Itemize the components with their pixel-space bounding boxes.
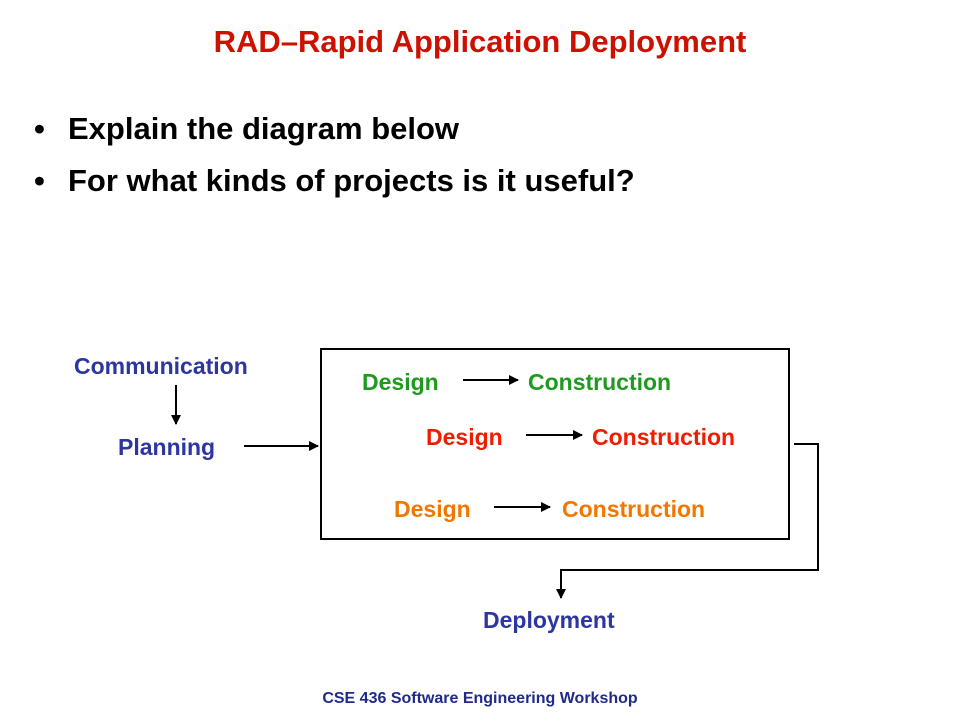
communication-label: Communication bbox=[74, 353, 248, 379]
construction-label-2: Construction bbox=[592, 424, 736, 450]
planning-label: Planning bbox=[118, 434, 216, 460]
bullet-item: • For what kinds of projects is it usefu… bbox=[34, 158, 635, 210]
bullet-text: Explain the diagram below bbox=[68, 111, 460, 146]
slide-title: RAD–Rapid Application Deployment bbox=[213, 24, 747, 59]
bullet-list: • Explain the diagram below • For what k… bbox=[34, 106, 635, 210]
bullet-item: • Explain the diagram below bbox=[34, 106, 635, 158]
design-label-2: Design bbox=[426, 424, 503, 450]
construction-label-3: Construction bbox=[562, 496, 706, 522]
bullet-icon: • bbox=[34, 111, 45, 146]
iteration-box bbox=[320, 348, 790, 540]
arrow-box-to-deployment bbox=[556, 443, 819, 599]
slide-footer: CSE 436 Software Engineering Workshop bbox=[322, 690, 638, 707]
deployment-label: Deployment bbox=[483, 607, 615, 633]
construction-label-1: Construction bbox=[528, 369, 672, 395]
design-label-3: Design bbox=[394, 496, 471, 522]
bullet-icon: • bbox=[34, 163, 45, 198]
design-label-1: Design bbox=[362, 369, 439, 395]
bullet-text: For what kinds of projects is it useful? bbox=[68, 163, 635, 198]
